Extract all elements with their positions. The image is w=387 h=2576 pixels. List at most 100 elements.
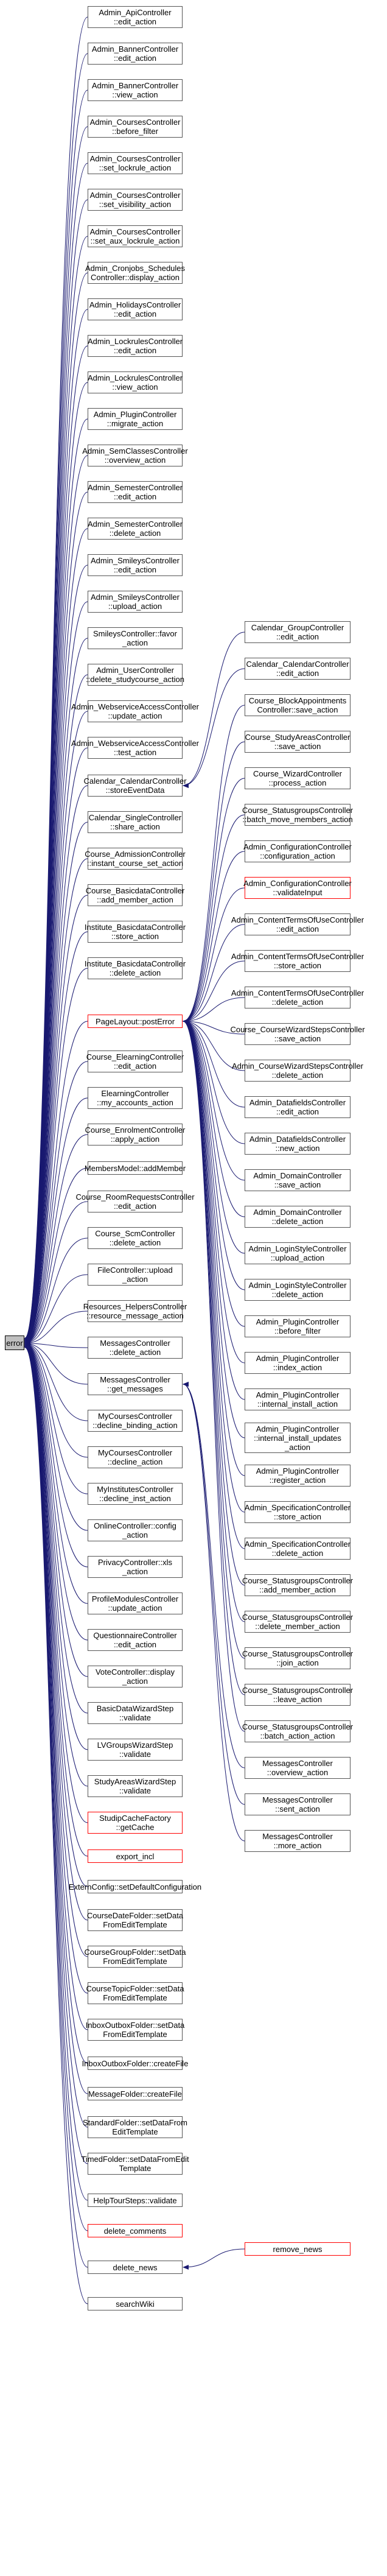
node-course-admissioncontroller-instant-course-set-action[interactable]: Course_AdmissionController ::instant_cou…: [85, 848, 186, 870]
node-timedfolder-setdatafromedit-template[interactable]: TimedFolder::setDataFromEdit Template: [81, 2153, 189, 2175]
node-coursedatefolder-setdata-fromedittemplate[interactable]: CourseDateFolder::setData FromEditTempla…: [87, 1909, 183, 1931]
node-studyareaswizardstep-validate[interactable]: StudyAreasWizardStep ::validate: [88, 1775, 183, 1797]
node-admin-plugincontroller-before-filter[interactable]: Admin_PluginController ::before_filter: [245, 1315, 350, 1337]
node-messagescontroller-more-action[interactable]: MessagesController ::more_action: [245, 1830, 350, 1852]
node-admin-plugincontroller-register-action[interactable]: Admin_PluginController ::register_action: [245, 1465, 350, 1487]
node-pagelayout-posterror[interactable]: PageLayout::postError: [88, 1015, 183, 1028]
node-admin-coursescontroller-set-lockrule-action[interactable]: Admin_CoursesController ::set_lockrule_a…: [88, 152, 183, 174]
node-course-scmcontroller-delete-action[interactable]: Course_ScmController ::delete_action: [88, 1227, 183, 1249]
node-admin-coursewizardstepscontroller-delete-action[interactable]: Admin_CourseWizardStepsController ::dele…: [232, 1060, 363, 1082]
node-admin-webserviceaccesscontroller-test-action[interactable]: Admin_WebserviceAccessController ::test_…: [71, 737, 199, 759]
node-admin-smileyscontroller-upload-action[interactable]: Admin_SmileysController ::upload_action: [88, 591, 183, 613]
node-admin-specificationcontroller-store-action[interactable]: Admin_SpecificationController ::store_ac…: [245, 1501, 350, 1523]
node-admin-bannercontroller-view-action[interactable]: Admin_BannerController ::view_action: [88, 79, 183, 101]
node-course-statusgroupscontroller-delete-member-action[interactable]: Course_StatusgroupsController ::delete_m…: [242, 1611, 353, 1633]
node-admin-plugincontroller-internal-install-updates-action[interactable]: Admin_PluginController ::internal_instal…: [245, 1423, 350, 1453]
node-admin-usercontroller-delete-studycourse-action[interactable]: Admin_UserController ::delete_studycours…: [86, 664, 184, 686]
node-helptoursteps-validate[interactable]: HelpTourSteps::validate: [88, 2194, 183, 2207]
node-basicdatawizardstep-validate[interactable]: BasicDataWizardStep ::validate: [88, 1702, 183, 1724]
node-admin-contenttermsofusecontroller-store-action[interactable]: Admin_ContentTermsOfUseController ::stor…: [231, 950, 364, 972]
node-messagescontroller-delete-action[interactable]: MessagesController ::delete_action: [88, 1337, 183, 1359]
node-course-enrolmentcontroller-apply-action[interactable]: Course_EnrolmentController ::apply_actio…: [85, 1124, 185, 1145]
node-delete-news[interactable]: delete_news: [88, 2261, 183, 2274]
node-remove-news[interactable]: remove_news: [245, 2242, 350, 2256]
node-inboxoutboxfolder-createfile[interactable]: InboxOutboxFolder::createFile: [82, 2057, 188, 2070]
node-admin-semestercontroller-edit-action[interactable]: Admin_SemesterController ::edit_action: [88, 481, 183, 503]
node-myinstitutescontroller-decline-inst-action[interactable]: MyInstitutesController ::decline_inst_ac…: [88, 1483, 183, 1505]
node-elearningcontroller-my-accounts-action[interactable]: ElearningController ::my_accounts_action: [88, 1087, 183, 1109]
node-calendar-groupcontroller-edit-action[interactable]: Calendar_GroupController ::edit_action: [245, 621, 350, 643]
node-onlinecontroller-config-action[interactable]: OnlineController::config _action: [88, 1519, 183, 1541]
node-calendar-calendarcontroller-edit-action[interactable]: Calendar_CalendarController ::edit_actio…: [245, 658, 350, 680]
node-coursegroupfolder-setdata-fromedittemplate[interactable]: CourseGroupFolder::setData FromEditTempl…: [85, 1946, 186, 1968]
node-admin-coursescontroller-set-visibility-action[interactable]: Admin_CoursesController ::set_visibility…: [88, 189, 183, 211]
node-lvgroupswizardstep-validate[interactable]: LVGroupsWizardStep ::validate: [88, 1739, 183, 1761]
node-membersmodel-addmember[interactable]: MembersModel::addMember: [85, 1161, 186, 1175]
node-course-roomrequestscontroller-edit-action[interactable]: Course_RoomRequestsController ::edit_act…: [75, 1191, 195, 1212]
node-course-coursewizardstepscontroller-save-action[interactable]: Course_CourseWizardStepsController ::sav…: [230, 1023, 365, 1045]
node-admin-configurationcontroller-validateinput[interactable]: Admin_ConfigurationController ::validate…: [243, 877, 352, 899]
node-admin-domaincontroller-save-action[interactable]: Admin_DomainController ::save_action: [245, 1169, 350, 1191]
node-admin-loginstylecontroller-upload-action[interactable]: Admin_LoginStyleController ::upload_acti…: [245, 1242, 350, 1264]
node-searchwiki[interactable]: searchWiki: [88, 2297, 183, 2310]
node-admin-plugincontroller-internal-install-action[interactable]: Admin_PluginController ::internal_instal…: [245, 1388, 350, 1410]
node-admin-cronjobs-schedules-controller-display-action[interactable]: Admin_Cronjobs_Schedules Controller::dis…: [85, 262, 185, 284]
node-admin-specificationcontroller-delete-action[interactable]: Admin_SpecificationController ::delete_a…: [245, 1538, 350, 1560]
node-admin-datafieldscontroller-edit-action[interactable]: Admin_DatafieldsController ::edit_action: [245, 1096, 350, 1118]
node-admin-lockrulescontroller-edit-action[interactable]: Admin_LockrulesController ::edit_action: [88, 335, 183, 357]
node-questionnairecontroller-edit-action[interactable]: QuestionnaireController ::edit_action: [88, 1629, 183, 1651]
node-smileyscontroller-favor-action[interactable]: SmileysController::favor _action: [88, 627, 183, 649]
node-course-statusgroupscontroller-batch-action-action[interactable]: Course_StatusgroupsController ::batch_ac…: [242, 1720, 353, 1742]
node-messagescontroller-get-messages[interactable]: MessagesController ::get_messages: [88, 1373, 183, 1395]
node-admin-loginstylecontroller-delete-action[interactable]: Admin_LoginStyleController ::delete_acti…: [245, 1279, 350, 1301]
node-institute-basicdatacontroller-store-action[interactable]: Institute_BasicdataController ::store_ac…: [85, 921, 186, 943]
node-admin-semestercontroller-delete-action[interactable]: Admin_SemesterController ::delete_action: [88, 518, 183, 540]
node-course-statusgroupscontroller-leave-action[interactable]: Course_StatusgroupsController ::leave_ac…: [242, 1684, 353, 1706]
node-inboxoutboxfolder-setdata-fromedittemplate[interactable]: InboxOutboxFolder::setData FromEditTempl…: [86, 2019, 184, 2041]
node-admin-configurationcontroller-configuration-action[interactable]: Admin_ConfigurationController ::configur…: [243, 840, 352, 862]
node-export-incl[interactable]: export_incl: [88, 1849, 183, 1863]
node-admin-datafieldscontroller-new-action[interactable]: Admin_DatafieldsController ::new_action: [245, 1133, 350, 1155]
node-resources-helperscontroller-resource-message-action[interactable]: Resources_HelpersController ::resource_m…: [83, 1300, 187, 1322]
node-admin-contenttermsofusecontroller-edit-action[interactable]: Admin_ContentTermsOfUseController ::edit…: [231, 913, 364, 935]
node-course-wizardcontroller-process-action[interactable]: Course_WizardController ::process_action: [245, 767, 350, 789]
node-admin-coursescontroller-before-filter[interactable]: Admin_CoursesController ::before_filter: [88, 116, 183, 138]
node-messagefolder-createfile[interactable]: MessageFolder::createFile: [88, 2087, 183, 2100]
node-admin-plugincontroller-migrate-action[interactable]: Admin_PluginController ::migrate_action: [88, 408, 183, 430]
node-studipcachefactory-getcache[interactable]: StudipCacheFactory ::getCache: [88, 1812, 183, 1834]
node-course-studyareascontroller-save-action[interactable]: Course_StudyAreasController ::save_actio…: [245, 731, 350, 753]
node-admin-holidayscontroller-edit-action[interactable]: Admin_HolidaysController ::edit_action: [88, 298, 183, 320]
node-course-elearningcontroller-edit-action[interactable]: Course_ElearningController ::edit_action: [86, 1050, 184, 1072]
node-standardfolder-setdatafrom-edittemplate[interactable]: StandardFolder::setDataFrom EditTemplate: [83, 2116, 187, 2138]
node-admin-webserviceaccesscontroller-update-action[interactable]: Admin_WebserviceAccessController ::updat…: [71, 700, 199, 722]
node-admin-domaincontroller-delete-action[interactable]: Admin_DomainController ::delete_action: [245, 1206, 350, 1228]
node-admin-lockrulescontroller-view-action[interactable]: Admin_LockrulesController ::view_action: [88, 371, 183, 393]
node-admin-coursescontroller-set-aux-lockrule-action[interactable]: Admin_CoursesController ::set_aux_lockru…: [88, 225, 183, 247]
node-calendar-singlecontroller-share-action[interactable]: Calendar_SingleController ::share_action: [88, 811, 183, 833]
node-profilemodulescontroller-update-action[interactable]: ProfileModulesController ::update_action: [88, 1592, 183, 1614]
node-root-error[interactable]: error: [5, 1336, 24, 1350]
node-calendar-calendarcontroller-storeeventdata[interactable]: Calendar_CalendarController ::storeEvent…: [83, 775, 187, 797]
node-coursetopicfolder-setdata-fromedittemplate[interactable]: CourseTopicFolder::setData FromEditTempl…: [86, 1982, 184, 2004]
node-messagescontroller-overview-action[interactable]: MessagesController ::overview_action: [245, 1757, 350, 1779]
node-admin-contenttermsofusecontroller-delete-action[interactable]: Admin_ContentTermsOfUseController ::dele…: [231, 987, 364, 1008]
node-delete-comments[interactable]: delete_comments: [88, 2224, 183, 2237]
node-course-statusgroupscontroller-join-action[interactable]: Course_StatusgroupsController ::join_act…: [242, 1647, 353, 1669]
node-institute-basicdatacontroller-delete-action[interactable]: Institute_BasicdataController ::delete_a…: [85, 957, 186, 979]
node-course-basicdatacontroller-add-member-action[interactable]: Course_BasicdataController ::add_member_…: [86, 884, 184, 906]
node-mycoursescontroller-decline-binding-action[interactable]: MyCoursesController ::decline_binding_ac…: [88, 1410, 183, 1432]
node-course-blockappointments-controller-save-action[interactable]: Course_BlockAppointments Controller::sav…: [245, 694, 350, 716]
node-course-statusgroupscontroller-add-member-action[interactable]: Course_StatusgroupsController ::add_memb…: [242, 1574, 353, 1596]
node-filecontroller-upload-action[interactable]: FileController::upload _action: [88, 1264, 183, 1286]
node-mycoursescontroller-decline-action[interactable]: MyCoursesController ::decline_action: [88, 1446, 183, 1468]
node-admin-semclassescontroller-overview-action[interactable]: Admin_SemClassesController ::overview_ac…: [82, 445, 188, 466]
node-messagescontroller-sent-action[interactable]: MessagesController ::sent_action: [245, 1793, 350, 1815]
node-course-statusgroupscontroller-batch-move-members-action[interactable]: Course_StatusgroupsController ::batch_mo…: [242, 804, 353, 826]
node-externconfig-setdefaultconfiguration[interactable]: ExternConfig::setDefaultConfiguration: [69, 1880, 201, 1893]
node-admin-smileyscontroller-edit-action[interactable]: Admin_SmileysController ::edit_action: [88, 554, 183, 576]
node-admin-plugincontroller-index-action[interactable]: Admin_PluginController ::index_action: [245, 1352, 350, 1374]
node-admin-bannercontroller-edit-action[interactable]: Admin_BannerController ::edit_action: [88, 43, 183, 65]
node-votecontroller-display-action[interactable]: VoteController::display _action: [88, 1666, 183, 1687]
node-admin-apicontroller-edit-action[interactable]: Admin_ApiController ::edit_action: [88, 6, 183, 28]
node-privacycontroller-xls-action[interactable]: PrivacyController::xls _action: [88, 1556, 183, 1578]
